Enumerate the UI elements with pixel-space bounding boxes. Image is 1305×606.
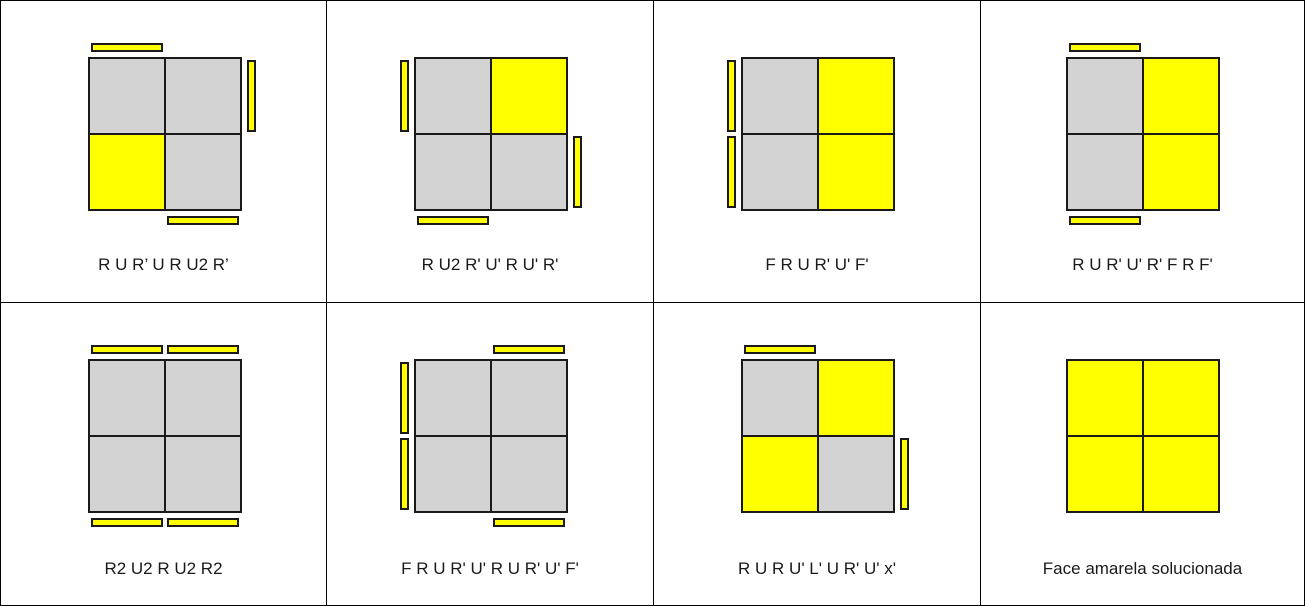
case-cell-3: F R U R' U' F' <box>654 0 981 303</box>
top-face-sticker <box>89 360 165 436</box>
top-face-sticker <box>742 58 818 134</box>
side-sticker-front-left <box>418 217 488 224</box>
top-face-sticker <box>89 58 165 134</box>
top-face-sticker <box>1067 360 1143 436</box>
top-face-sticker <box>165 436 241 512</box>
side-sticker-left-bottom <box>401 439 408 509</box>
side-sticker-back-left <box>745 346 815 353</box>
algorithm-label-6: F R U R' U' R U R' U' F' <box>327 559 653 579</box>
algorithm-label-2: R U2 R' U' R U' R' <box>327 255 653 275</box>
top-face-sticker <box>1067 134 1143 210</box>
top-face-sticker <box>742 134 818 210</box>
side-sticker-left-top <box>401 61 408 131</box>
top-face-sticker <box>491 134 567 210</box>
side-sticker-front-right <box>494 519 564 526</box>
top-face-sticker <box>1143 134 1219 210</box>
top-face-sticker <box>165 134 241 210</box>
side-sticker-front-right <box>168 217 238 224</box>
top-face-sticker <box>491 58 567 134</box>
side-sticker-right-bottom <box>901 439 908 509</box>
algorithm-label-3: F R U R' U' F' <box>654 255 980 275</box>
algorithm-label-8: Face amarela solucionada <box>981 559 1304 579</box>
case-cell-7: R U R U' L' U R' U' x' <box>654 303 981 606</box>
top-face-sticker <box>89 134 165 210</box>
case-cell-4: R U R' U' R' F R F' <box>981 0 1305 303</box>
algorithm-label-5: R2 U2 R U2 R2 <box>1 559 326 579</box>
side-sticker-right-top <box>248 61 255 131</box>
top-face-sticker <box>1067 58 1143 134</box>
side-sticker-front-right <box>168 519 238 526</box>
side-sticker-left-top <box>401 363 408 433</box>
side-sticker-left-top <box>728 61 735 131</box>
case-cell-1: R U R’ U R U2 R’ <box>0 0 327 303</box>
case-cell-8: Face amarela solucionada <box>981 303 1305 606</box>
top-face-sticker <box>1067 436 1143 512</box>
algorithm-label-1: R U R’ U R U2 R’ <box>1 255 326 275</box>
side-sticker-back-left <box>92 346 162 353</box>
side-sticker-back-left <box>1070 44 1140 51</box>
side-sticker-back-right <box>494 346 564 353</box>
side-sticker-front-left <box>92 519 162 526</box>
top-face-sticker <box>818 436 894 512</box>
side-sticker-front-left <box>1070 217 1140 224</box>
case-cell-2: R U2 R' U' R U' R' <box>327 0 654 303</box>
side-sticker-left-bottom <box>728 137 735 207</box>
top-face-sticker <box>415 360 491 436</box>
top-face-sticker <box>1143 58 1219 134</box>
top-face-sticker <box>1143 436 1219 512</box>
top-face-sticker <box>415 58 491 134</box>
side-sticker-right-bottom <box>574 137 581 207</box>
top-face-sticker <box>415 134 491 210</box>
top-face-sticker <box>89 436 165 512</box>
top-face-sticker <box>742 436 818 512</box>
top-face-sticker <box>1143 360 1219 436</box>
top-face-sticker <box>165 58 241 134</box>
top-face-sticker <box>491 436 567 512</box>
top-face-sticker <box>415 436 491 512</box>
side-sticker-back-right <box>168 346 238 353</box>
side-sticker-back-left <box>92 44 162 51</box>
algorithm-label-4: R U R' U' R' F R F' <box>981 255 1304 275</box>
case-cell-6: F R U R' U' R U R' U' F' <box>327 303 654 606</box>
top-face-sticker <box>491 360 567 436</box>
top-face-sticker <box>818 134 894 210</box>
case-cell-5: R2 U2 R U2 R2 <box>0 303 327 606</box>
top-face-sticker <box>818 58 894 134</box>
top-face-sticker <box>165 360 241 436</box>
algorithm-label-7: R U R U' L' U R' U' x' <box>654 559 980 579</box>
top-face-sticker <box>818 360 894 436</box>
top-face-sticker <box>742 360 818 436</box>
